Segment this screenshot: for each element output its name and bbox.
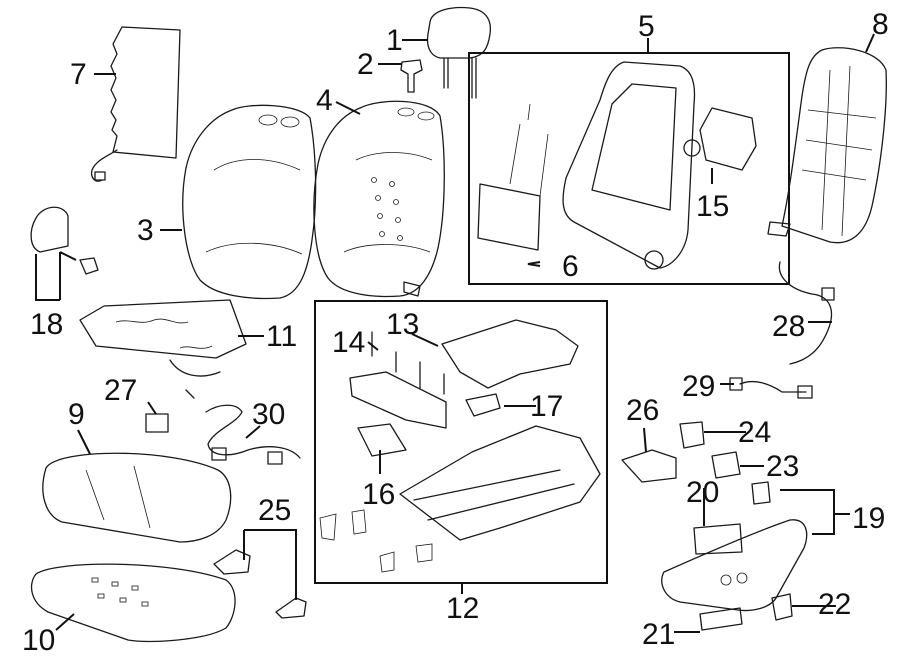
callout-4: 4 <box>316 84 333 117</box>
part-19-side-shield <box>661 481 808 612</box>
callout-21: 21 <box>642 618 675 651</box>
part-9-seat-cushion-cover <box>42 452 232 543</box>
part-22-knob <box>771 593 793 621</box>
part-5-seatback-frame <box>562 61 696 270</box>
callout-9: 9 <box>68 398 85 431</box>
callout-29: 29 <box>682 370 715 403</box>
pad-holes <box>91 577 149 607</box>
callout-11: 11 <box>266 320 297 353</box>
callout-14: 14 <box>332 326 365 359</box>
callout-3: 3 <box>137 214 154 247</box>
callout-2: 2 <box>357 48 374 81</box>
callout-8: 8 <box>872 8 889 41</box>
part-7-heater-pad <box>90 26 181 182</box>
part-24-switch <box>679 421 705 449</box>
callout-28: 28 <box>772 310 805 343</box>
callout-17: 17 <box>530 390 563 423</box>
part-4-seatback-cushion <box>313 100 445 298</box>
callout-7: 7 <box>70 58 87 91</box>
cushion-holes <box>371 177 403 241</box>
part-10-seat-cushion-pad <box>30 563 236 643</box>
part-29-wire-harness <box>729 377 813 399</box>
callout-6: 6 <box>562 250 579 283</box>
part-17-bracket <box>465 393 501 417</box>
seatback-frame-group-box <box>468 52 790 285</box>
part-6-lumbar-support <box>477 103 549 251</box>
callout-23: 23 <box>766 450 799 483</box>
part-15-recliner-motor <box>683 107 757 171</box>
part-21-knob <box>699 607 743 631</box>
callout-labels: 1 2 3 4 5 6 7 8 9 10 11 12 13 14 15 16 1… <box>22 8 889 657</box>
callout-25: 25 <box>258 494 291 527</box>
part-27-connector <box>145 413 169 433</box>
callout-18: 18 <box>30 308 63 341</box>
part-18-clip-and-screw <box>30 206 99 275</box>
callout-24: 24 <box>738 416 771 449</box>
callout-15: 15 <box>696 190 729 223</box>
part-25-retainer-hooks <box>213 549 307 619</box>
part-12-seat-track <box>319 425 601 573</box>
part-23-switch <box>711 451 741 479</box>
callout-1: 1 <box>386 24 403 57</box>
part-8-seatback-panel <box>767 47 887 244</box>
part-3-seatback-cover <box>182 104 317 300</box>
callout-19: 19 <box>852 502 885 535</box>
callout-20: 20 <box>686 476 719 509</box>
part-28-wire-harness <box>778 261 835 365</box>
callout-10: 10 <box>22 624 55 657</box>
callout-12: 12 <box>446 592 479 625</box>
callout-5: 5 <box>638 10 655 43</box>
part-2-headrest-guide <box>400 59 423 93</box>
part-13-seat-pan <box>441 319 579 389</box>
callout-13: 13 <box>386 308 419 341</box>
part-16-adjuster-bracket <box>357 423 407 457</box>
part-30-wire-harness <box>205 404 301 465</box>
callout-27: 27 <box>104 374 137 407</box>
callout-26: 26 <box>626 394 659 427</box>
part-20-switch-bracket <box>693 523 743 555</box>
callout-22: 22 <box>818 588 851 621</box>
part-1-headrest <box>426 6 492 99</box>
part-26-cover <box>621 449 677 483</box>
part-11-seat-heater <box>79 299 247 399</box>
callout-30: 30 <box>252 398 285 431</box>
callout-16: 16 <box>362 478 395 511</box>
leader-lines <box>35 33 875 633</box>
